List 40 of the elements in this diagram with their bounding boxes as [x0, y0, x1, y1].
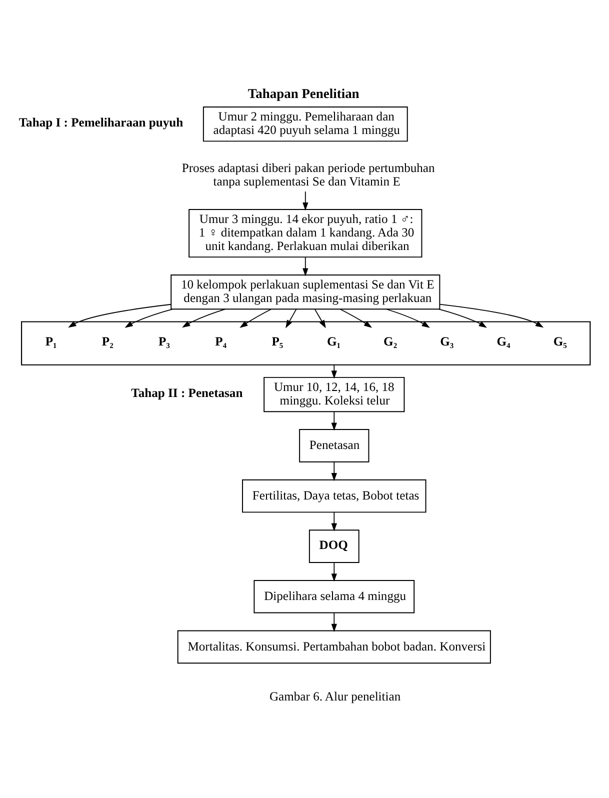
arrow [302, 191, 308, 211]
arrow [331, 364, 337, 379]
node-text: P₅ [272, 334, 284, 349]
arrow [124, 308, 173, 328]
node-box: DOQ [308, 530, 360, 563]
arrow [331, 612, 337, 632]
node-text: P₄ [215, 334, 227, 349]
arrow [340, 308, 372, 328]
node-text: P₁ [45, 334, 57, 349]
node-box: Dipelihara selama 4 minggu [254, 580, 415, 614]
arrow [240, 308, 272, 328]
arrow [331, 411, 337, 431]
node-text: P₂ [102, 334, 114, 349]
diagram-title: Tahapan Penelitian [248, 86, 360, 102]
node-text: G₁ [326, 334, 341, 349]
node-box: Penetasan [299, 429, 370, 462]
label: Tahap I : Pemeliharaan puyuh [18, 116, 184, 130]
label: Tahap II : Penetasan [131, 386, 243, 400]
node-box: Fertilitas, Daya tetas, Bobot tetas [242, 479, 426, 513]
node-text: Proses adaptasi diberi pakan periode pertumbuhan tanpa suplementasi Se dan Vitamin E [182, 160, 435, 188]
node-box: Umur 10, 12, 14, 16, 18 minggu. Koleksi telur [264, 376, 405, 412]
arrow [314, 308, 326, 328]
arrow [439, 304, 544, 328]
node-text: G₅ [553, 334, 567, 349]
node-box: Umur 2 minggu. Pemeliharaan dan adaptasi 420 puyuh selama 1 minggu [202, 106, 408, 142]
caption: Gambar 6. Alur penelitian [269, 690, 401, 704]
arrow [286, 308, 297, 328]
arrow [331, 562, 337, 582]
arrow [331, 512, 337, 532]
node-box: Mortalitas. Konsumsi. Pertambahan bobot badan. Konversi [177, 630, 491, 664]
arrow [331, 462, 337, 482]
node-box: Umur 3 minggu. 14 ekor puyuh, ratio 1 ♂: 1 ♀ ditempatkan dalam 1 kandang. Ada 30 unit kandang. Perlakuan mulai diberikan [188, 208, 422, 258]
arrow [302, 256, 308, 276]
node-text: G₃ [440, 334, 454, 349]
node-text: G₄ [496, 334, 510, 349]
node-text: P₃ [158, 334, 170, 349]
arrow [68, 304, 172, 328]
arrow [438, 308, 487, 328]
node-box: 10 kelompok perlakuan suplementasi Se dan Vit E dengan 3 ulangan pada masing-masing perlakuan [170, 274, 440, 310]
node-text: G₂ [384, 334, 398, 349]
